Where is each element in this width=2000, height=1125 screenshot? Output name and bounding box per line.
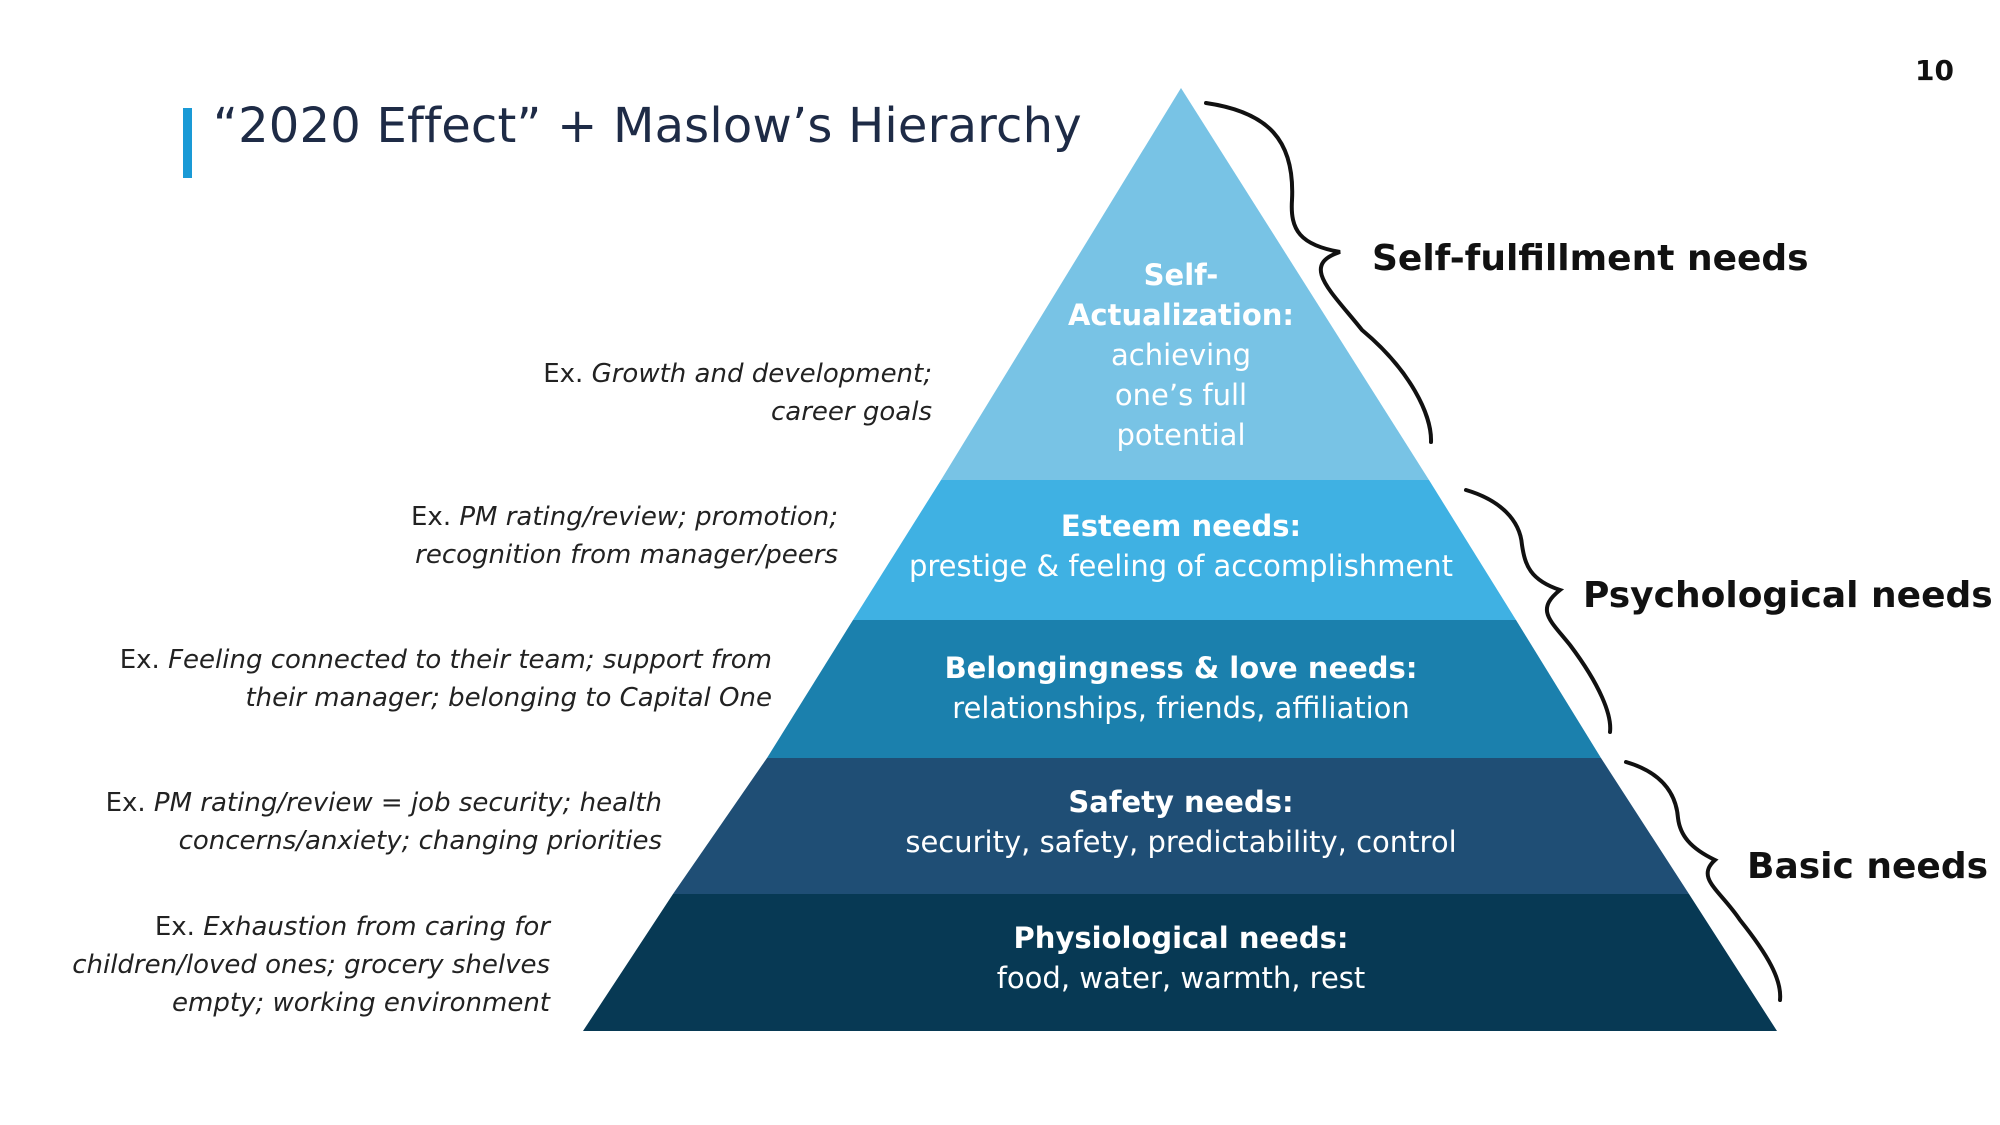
level-description: potential xyxy=(1116,418,1246,452)
level-label-belonging: Belongingness & love needs: relationship… xyxy=(881,648,1481,728)
level-description: relationships, friends, affiliation xyxy=(952,691,1410,725)
level-title: Esteem needs: xyxy=(1060,509,1302,543)
slide-title: “2020 Effect” + Maslow’s Hierarchy xyxy=(213,98,1082,154)
pyramid-level-esteem xyxy=(853,480,1516,620)
pyramid-level-belonging xyxy=(767,620,1601,758)
example-line: their manager; belonging to Capital One xyxy=(245,683,772,713)
title-accent-bar xyxy=(183,108,192,178)
level-description: food, water, warmth, rest xyxy=(996,961,1366,995)
example-line: career goals xyxy=(771,397,932,427)
example-text: Growth and development; xyxy=(591,359,932,389)
example-line: Ex. Exhaustion from caring for xyxy=(72,908,550,946)
level-title: Self- xyxy=(1143,258,1219,292)
group-label-self-fulfillment: Self-fulfillment needs xyxy=(1372,238,1809,279)
example-belonging: Ex. Feeling connected to their team; sup… xyxy=(120,641,772,717)
pyramid-level-safety xyxy=(673,758,1689,894)
example-esteem: Ex. PM rating/review; promotion; recogni… xyxy=(411,498,838,574)
example-text: Feeling connected to their team; support… xyxy=(168,645,772,675)
example-line: Ex. Growth and development; xyxy=(543,355,932,393)
level-description: security, safety, predictability, contro… xyxy=(905,825,1457,859)
example-line: empty; working environment xyxy=(172,988,550,1018)
level-title: Physiological needs: xyxy=(1013,921,1349,955)
level-description: achieving xyxy=(1110,338,1251,372)
pyramid-level-self-actualization xyxy=(941,88,1429,480)
example-line: children/loved ones; grocery shelves xyxy=(72,950,550,980)
example-prefix: Ex. xyxy=(105,788,146,818)
example-prefix: Ex. xyxy=(154,912,195,942)
level-title: Belongingness & love needs: xyxy=(944,651,1418,685)
level-label-safety: Safety needs: security, safety, predicta… xyxy=(861,782,1501,862)
example-prefix: Ex. xyxy=(543,359,584,389)
example-line: Ex. PM rating/review; promotion; xyxy=(411,498,838,536)
level-label-esteem: Esteem needs: prestige & feeling of acco… xyxy=(881,506,1481,586)
example-self-actualization: Ex. Growth and development; career goals xyxy=(543,355,932,431)
level-description: one’s full xyxy=(1114,378,1248,412)
example-physiological: Ex. Exhaustion from caring for children/… xyxy=(72,908,550,1022)
group-label-psychological: Psychological needs xyxy=(1583,575,1993,616)
example-text: Exhaustion from caring for xyxy=(203,912,550,942)
pyramid-level-physiological xyxy=(583,894,1777,1031)
example-prefix: Ex. xyxy=(411,502,452,532)
brace-basic xyxy=(1624,760,1783,1002)
example-text: PM rating/review; promotion; xyxy=(459,502,838,532)
example-line: recognition from manager/peers xyxy=(415,540,838,570)
level-title: Safety needs: xyxy=(1068,785,1294,819)
level-label-self-actualization: Self- Actualization: achieving one’s ful… xyxy=(1060,255,1302,455)
example-text: PM rating/review = job security; health xyxy=(153,788,662,818)
example-prefix: Ex. xyxy=(119,645,160,675)
example-line: Ex. PM rating/review = job security; hea… xyxy=(106,784,662,822)
level-title: Actualization: xyxy=(1067,298,1294,332)
brace-self-fulfillment xyxy=(1204,101,1434,444)
example-line: Ex. Feeling connected to their team; sup… xyxy=(120,641,772,679)
level-description: prestige & feeling of accomplishment xyxy=(908,549,1454,583)
example-line: concerns/anxiety; changing priorities xyxy=(178,826,662,856)
page-number: 10 xyxy=(1915,54,1954,87)
level-label-physiological: Physiological needs: food, water, warmth… xyxy=(881,918,1481,998)
group-label-basic: Basic needs xyxy=(1747,846,1989,887)
brace-psychological xyxy=(1464,488,1613,734)
example-safety: Ex. PM rating/review = job security; hea… xyxy=(106,784,662,860)
